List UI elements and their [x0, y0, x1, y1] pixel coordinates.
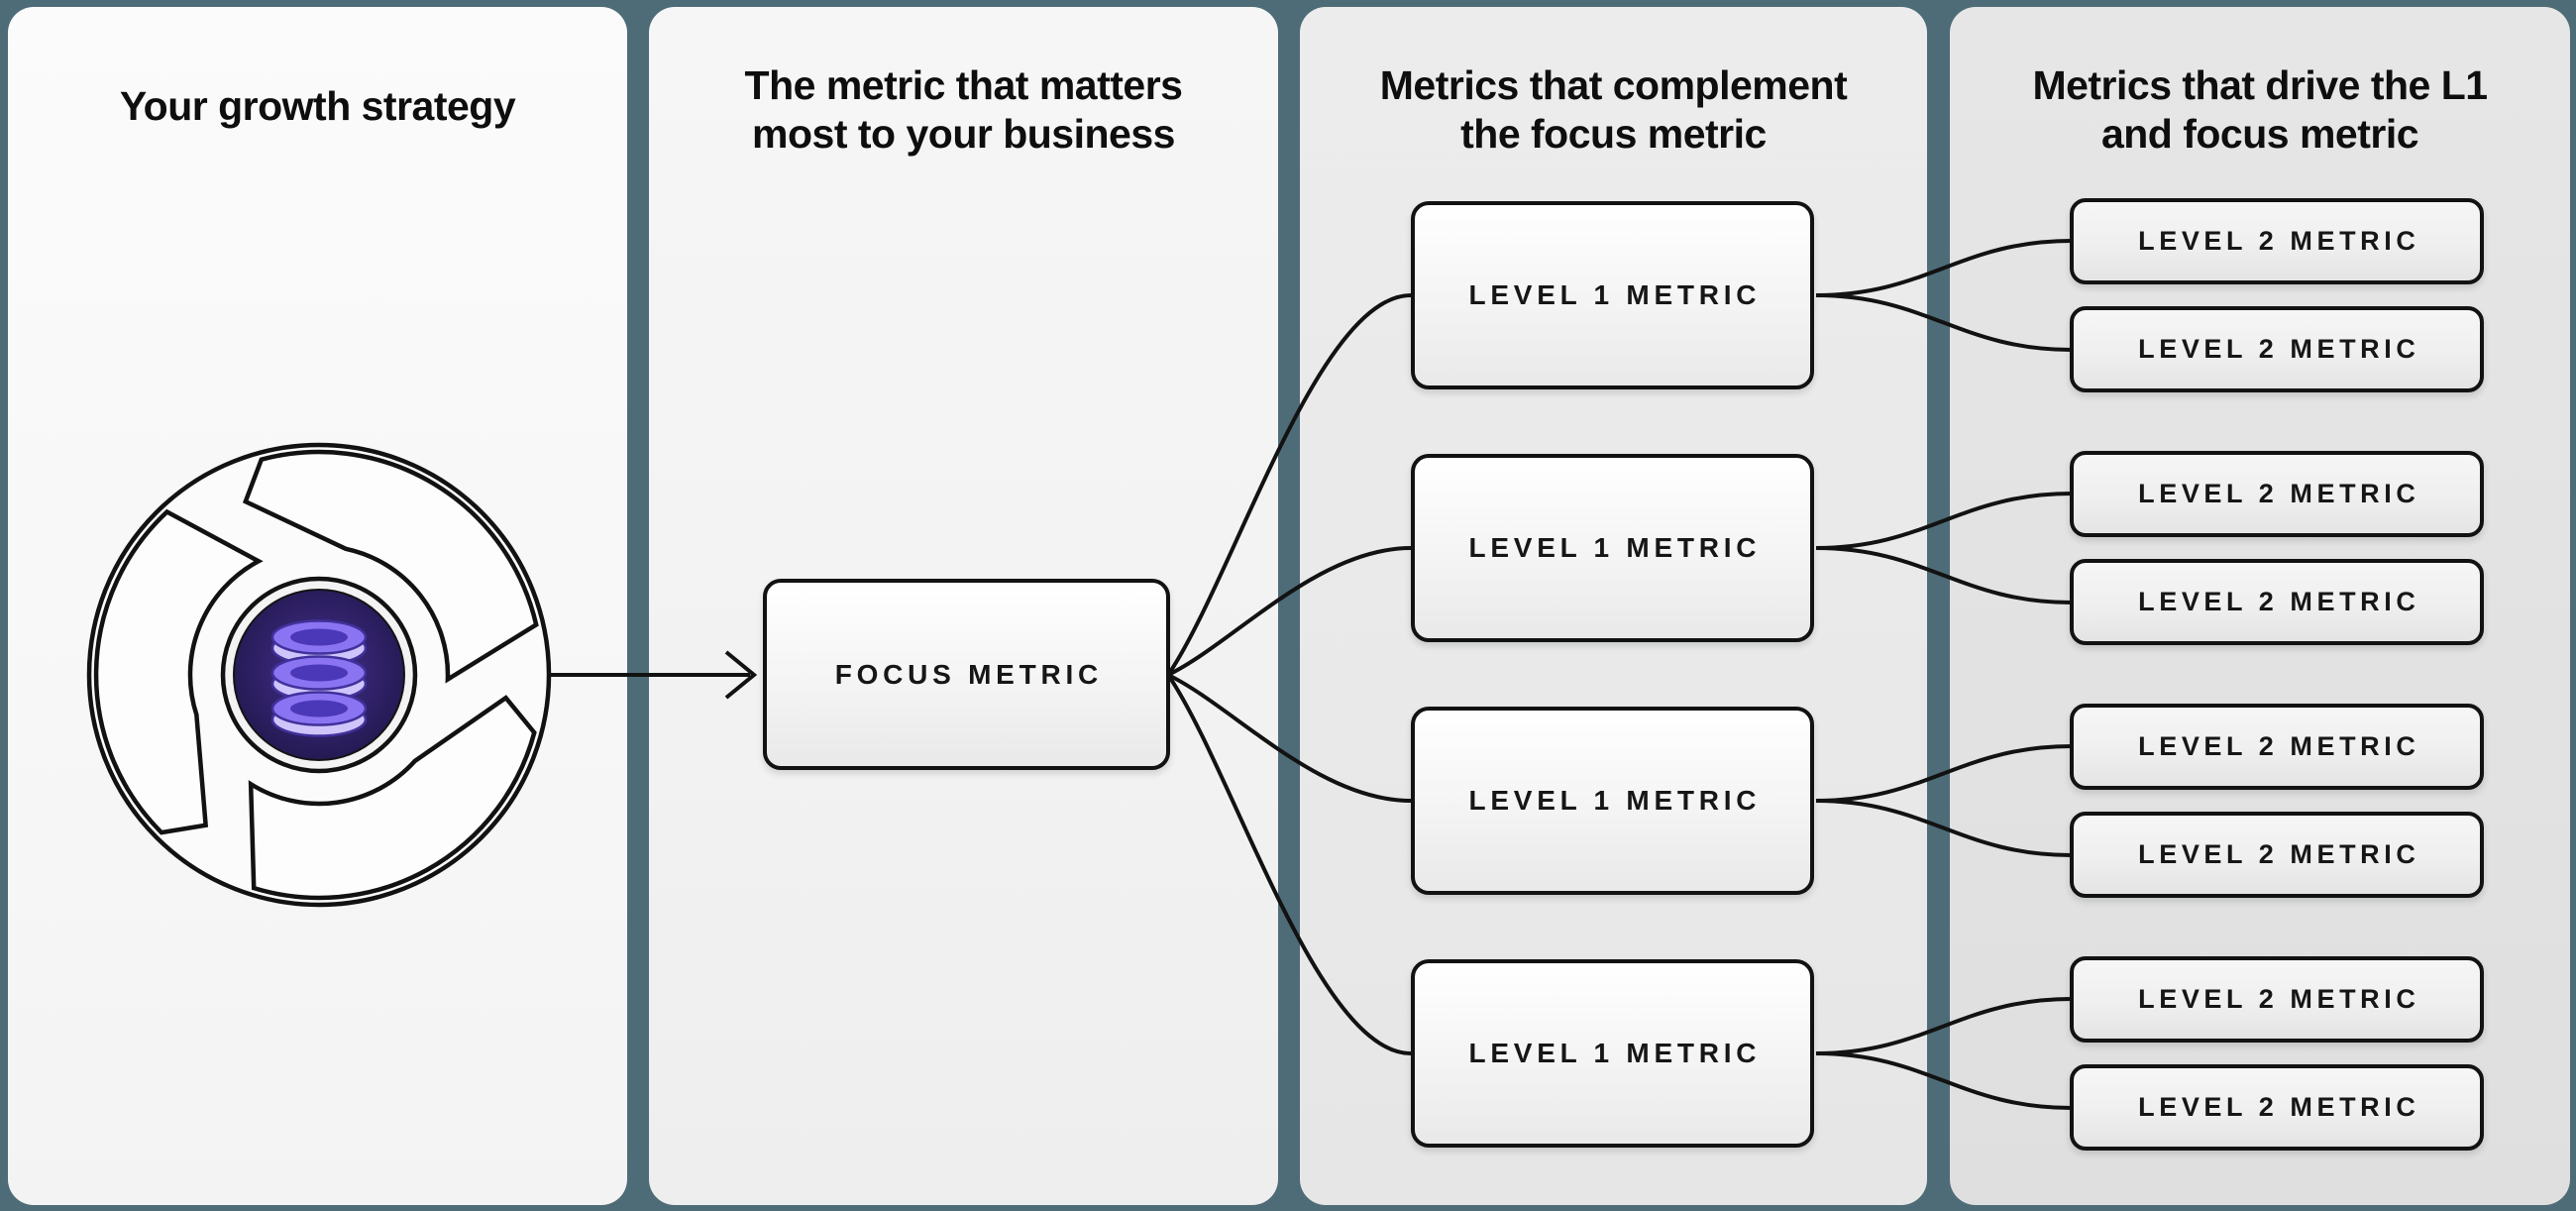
flywheel-icon: [86, 442, 552, 908]
connector-focus-l1-1: [1166, 293, 1412, 677]
database-ring-top: [270, 619, 368, 666]
level2-metric-label: LEVEL 2 METRIC: [2138, 839, 2420, 869]
level2-metric-box: LEVEL 2 METRIC: [2070, 1064, 2484, 1151]
flywheel-blades: [93, 449, 539, 901]
panel-title-level1: Metrics that complement the focus metric: [1300, 61, 1927, 159]
connector-l1-1-l2-2: [1815, 293, 2073, 352]
level2-metric-label: LEVEL 2 METRIC: [2138, 731, 2420, 761]
panel-title-level2-line1: Metrics that drive the L1: [2032, 62, 2488, 108]
database-ring-bottom: [270, 691, 368, 737]
connector-l1-2-l2-3: [1815, 492, 2073, 550]
level1-metric-label: LEVEL 1 METRIC: [1468, 532, 1762, 563]
focus-metric-box: FOCUS METRIC: [763, 579, 1170, 770]
level2-metric-label: LEVEL 2 METRIC: [2138, 334, 2420, 364]
connector-l1-4-l2-7: [1815, 997, 2073, 1055]
panel-title-growth: Your growth strategy: [119, 83, 516, 129]
connector-l1-3-l2-6: [1815, 799, 2073, 857]
level1-metric-label: LEVEL 1 METRIC: [1468, 785, 1762, 816]
level2-metric-label: LEVEL 2 METRIC: [2138, 984, 2420, 1014]
level1-metric-label: LEVEL 1 METRIC: [1468, 1038, 1762, 1068]
level2-metric-box: LEVEL 2 METRIC: [2070, 812, 2484, 898]
panel-title-level1-line2: the focus metric: [1460, 111, 1767, 157]
panel-title-level1-line1: Metrics that complement: [1379, 62, 1848, 108]
level2-metric-label: LEVEL 2 METRIC: [2138, 1092, 2420, 1122]
connector-focus-l1-3: [1167, 673, 1412, 803]
connector-l1-2-l2-4: [1815, 546, 2073, 605]
connector-l1-3-l2-5: [1815, 744, 2073, 803]
panel-focus-metric: The metric that matters most to your bus…: [649, 7, 1278, 1205]
connector-focus-l1-4: [1166, 673, 1412, 1055]
panel-title-focus: The metric that matters most to your bus…: [649, 61, 1278, 159]
connector-l1-4-l2-8: [1815, 1051, 2073, 1110]
focus-metric-label: FOCUS METRIC: [834, 658, 1103, 690]
level2-metric-box: LEVEL 2 METRIC: [2070, 704, 2484, 790]
arrow-right-icon: [551, 650, 758, 700]
level1-metric-box: LEVEL 1 METRIC: [1411, 707, 1814, 895]
level2-metric-box: LEVEL 2 METRIC: [2070, 306, 2484, 392]
panel-title-focus-line2: most to your business: [752, 111, 1175, 157]
level1-metric-box: LEVEL 1 METRIC: [1411, 201, 1814, 389]
level2-metric-label: LEVEL 2 METRIC: [2138, 587, 2420, 616]
level2-metric-box: LEVEL 2 METRIC: [2070, 956, 2484, 1043]
connector-focus-l1-2: [1167, 546, 1412, 677]
level1-metric-box: LEVEL 1 METRIC: [1411, 959, 1814, 1148]
level2-metric-box: LEVEL 2 METRIC: [2070, 451, 2484, 537]
level2-metric-box: LEVEL 2 METRIC: [2070, 198, 2484, 284]
level2-metric-label: LEVEL 2 METRIC: [2138, 226, 2420, 256]
connector-l1-1-l2-1: [1815, 239, 2073, 297]
level1-metric-label: LEVEL 1 METRIC: [1468, 279, 1762, 310]
panel-title-level2: Metrics that drive the L1 and focus metr…: [1950, 61, 2570, 159]
level2-metric-box: LEVEL 2 METRIC: [2070, 559, 2484, 645]
level1-metric-box: LEVEL 1 METRIC: [1411, 454, 1814, 642]
database-icon: [270, 619, 368, 737]
panel-title-focus-line1: The metric that matters: [744, 62, 1183, 108]
database-ring-middle: [270, 655, 368, 702]
level2-metric-label: LEVEL 2 METRIC: [2138, 479, 2420, 508]
panel-title-level2-line2: and focus metric: [2100, 111, 2419, 157]
